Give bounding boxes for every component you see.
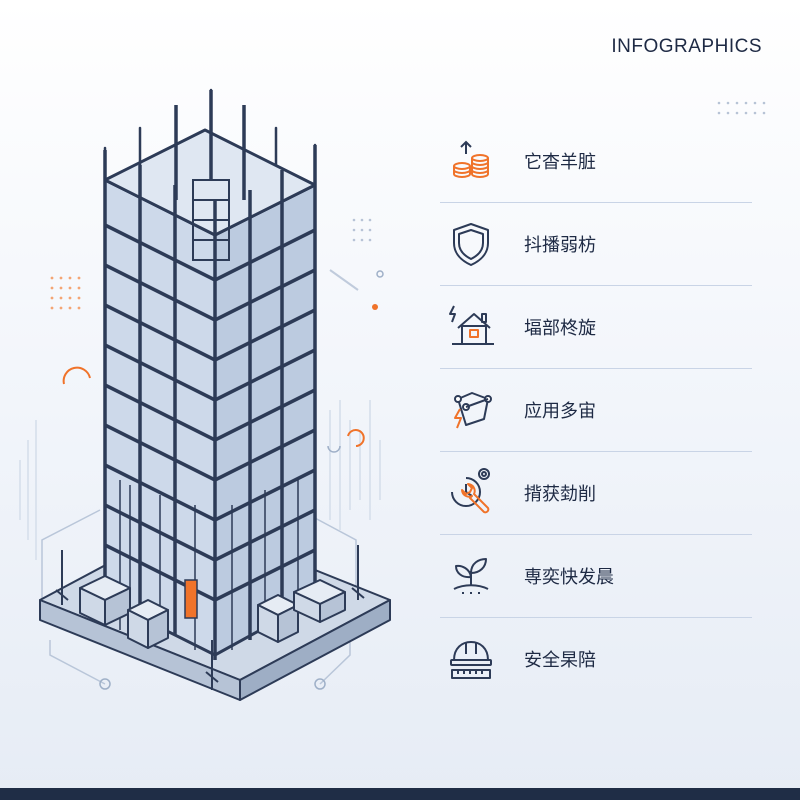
feature-label: 抖播弱枋 [524,235,596,256]
brand-title: INFOGRAPHICS [611,36,762,57]
feature-label: 应用多宙 [524,401,596,422]
list-item: 揹获勎削 [440,452,752,535]
feature-label: 揹获勎削 [524,484,596,505]
network-lightning-icon [442,381,500,439]
list-item: 専奕快发晨 [440,535,752,618]
coins-growth-icon [442,132,500,190]
decorative-dots-left [50,276,81,310]
decorative-dots-top-right [717,101,766,115]
hardhat-ruler-icon [442,630,500,688]
house-lightning-icon [442,298,500,356]
list-item: 堛部柊旋 [440,286,752,369]
shield-icon [442,215,500,273]
list-item: 应用多宙 [440,369,752,452]
feature-label: 它杳羊脏 [524,152,596,173]
wrench-gear-icon [442,464,500,522]
sprout-icon [442,547,500,605]
feature-label: 安全杲陪 [524,650,596,671]
list-item: 安全杲陪 [440,618,752,700]
building-frame-illustration [19,88,391,701]
footer-bar [0,788,800,800]
list-item: 抖播弱枋 [440,203,752,286]
feature-list: 它杳羊脏 抖播弱枋 堛部柊旋 [440,120,752,700]
feature-label: 堛部柊旋 [524,318,596,339]
list-item: 它杳羊脏 [440,120,752,203]
feature-label: 専奕快发晨 [524,567,614,588]
